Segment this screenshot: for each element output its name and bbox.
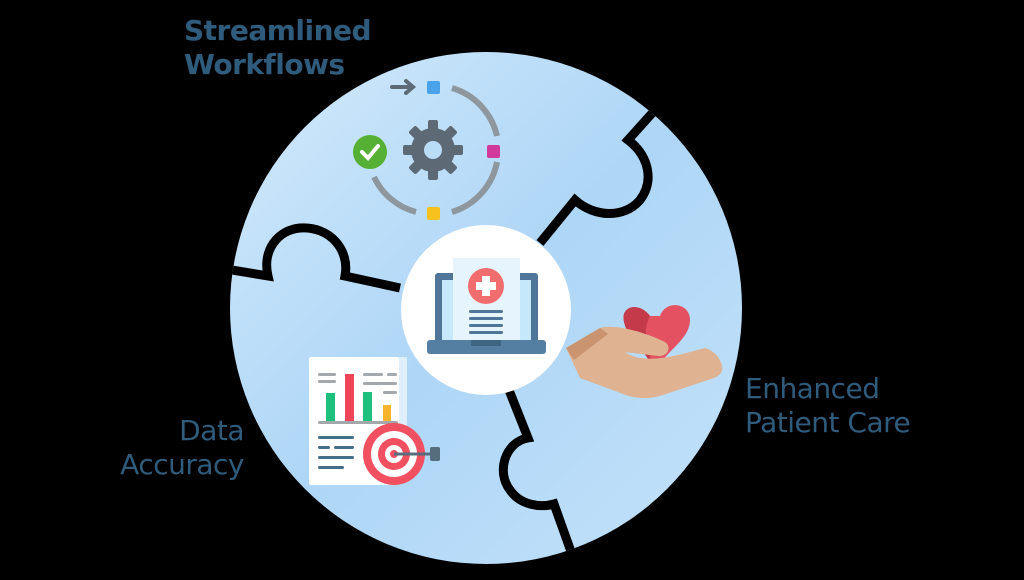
label-line: Patient Care bbox=[745, 406, 911, 439]
label-line: Enhanced bbox=[745, 372, 880, 405]
label-enhanced-patient-care: Enhanced Patient Care bbox=[745, 372, 911, 440]
label-streamlined-workflows: Streamlined Workflows bbox=[184, 14, 372, 82]
label-line: Streamlined bbox=[184, 14, 372, 47]
hand-holding-heart-icon bbox=[566, 305, 723, 399]
gear-workflow-cycle-icon bbox=[353, 79, 500, 220]
label-line: Workflows bbox=[184, 48, 345, 81]
puzzle-divider-lines bbox=[230, 52, 704, 562]
label-data-accuracy: Data Accuracy bbox=[94, 414, 244, 482]
laptop-medical-record-icon bbox=[401, 225, 571, 395]
label-line: Accuracy bbox=[120, 448, 244, 481]
label-line: Data bbox=[179, 414, 244, 447]
chart-report-target-icon bbox=[309, 357, 440, 485]
